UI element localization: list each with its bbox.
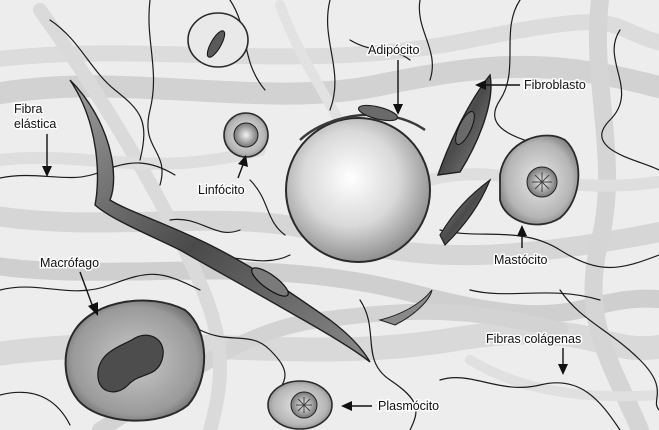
label-fibra-elastica-line2: elástica [14, 117, 56, 131]
label-mastocito: Mastócito [494, 253, 548, 267]
plasmocyte-cell [268, 381, 332, 429]
label-fibroblasto: Fibroblasto [524, 78, 586, 92]
label-linfocito: Linfócito [198, 183, 245, 197]
top-cell [188, 13, 248, 67]
macrophage-cell [66, 300, 205, 420]
label-fibras-colagenas: Fibras colágenas [486, 332, 581, 346]
label-adipocito: Adipócito [368, 43, 419, 57]
label-plasmocito: Plasmócito [378, 399, 439, 413]
label-macrofago: Macrófago [40, 256, 99, 270]
lymphocyte-cell [224, 113, 268, 157]
label-fibra-elastica-line1: Fibra [14, 102, 43, 116]
